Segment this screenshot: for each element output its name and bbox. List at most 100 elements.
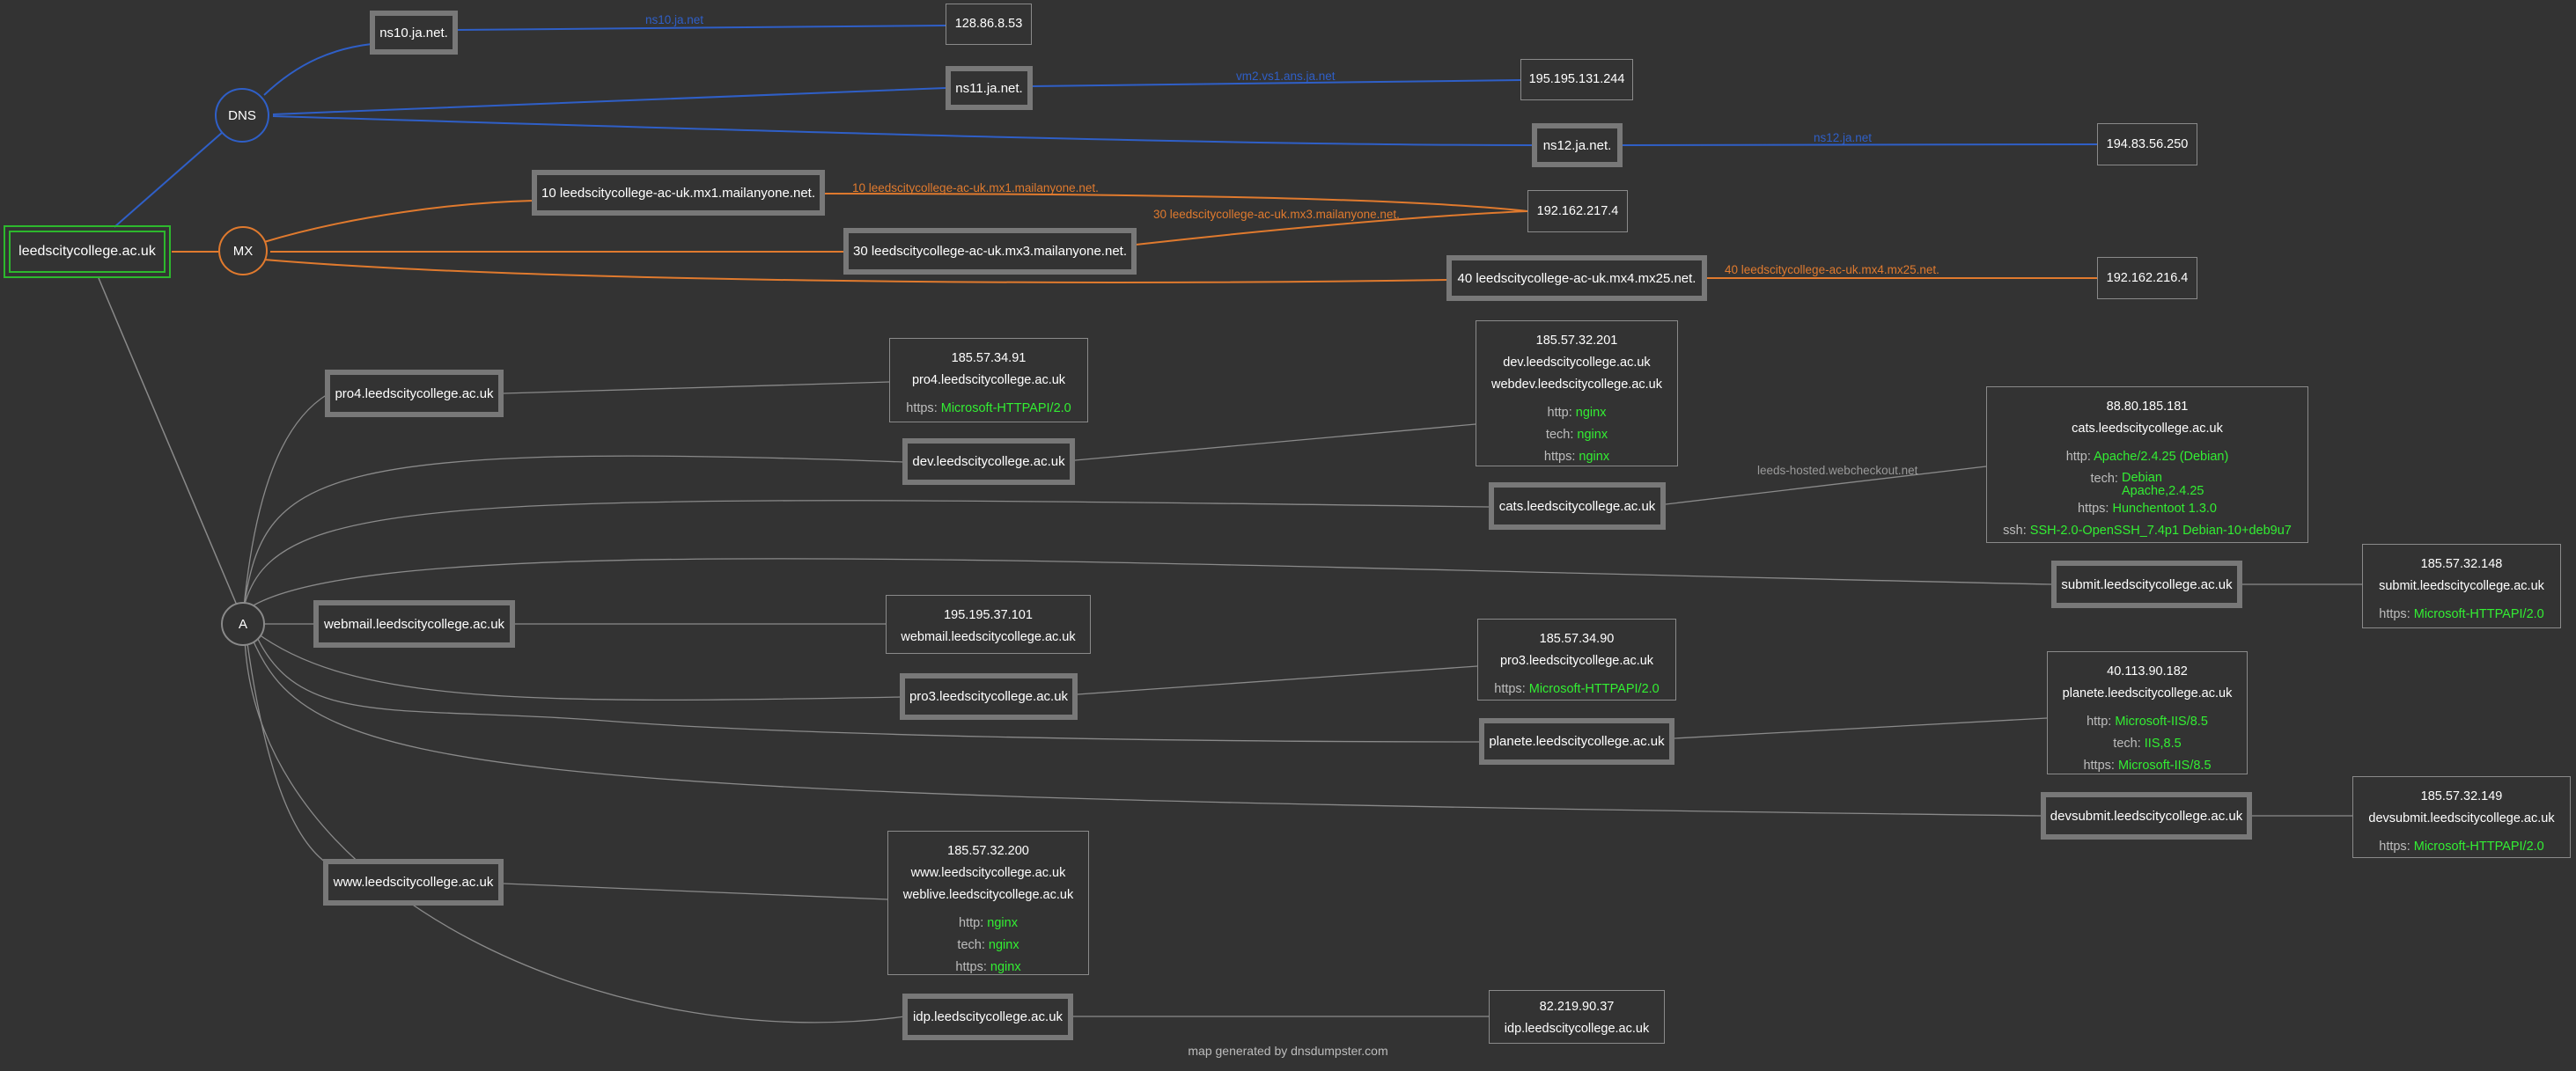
service-row: http: nginx	[959, 916, 1018, 930]
service-row: tech: nginx	[1545, 428, 1608, 442]
mx-host-node[interactable]: 30 leedscitycollege-ac-uk.mx3.mailanyone…	[843, 228, 1137, 275]
edge-a-pro4	[243, 393, 328, 608]
service-row: ssh: SSH-2.0-OpenSSH_7.4p1 Debian-10+deb…	[2003, 524, 2292, 538]
mx-host-node[interactable]: 40 leedscitycollege-ac-uk.mx4.mx25.net.	[1446, 255, 1707, 301]
ip-detail-box[interactable]: 82.219.90.37 idp.leedscitycollege.ac.uk	[1489, 990, 1665, 1044]
host-name: pro4.leedscitycollege.ac.uk	[911, 373, 1066, 387]
ip-address: 40.113.90.182	[2107, 664, 2188, 679]
a-host-node[interactable]: pro3.leedscitycollege.ac.uk	[900, 673, 1078, 720]
a-host-node[interactable]: planete.leedscitycollege.ac.uk	[1479, 718, 1674, 765]
edge-pro4-ip	[503, 381, 890, 394]
edge-a-cats	[243, 500, 1490, 608]
root-domain-node[interactable]: leedscitycollege.ac.uk	[4, 225, 171, 278]
edge-dns-ns10	[263, 43, 372, 96]
edge-label-mx1: 10 leedscitycollege-ac-uk.mx1.mailanyone…	[852, 181, 1099, 194]
a-host-node[interactable]: devsubmit.leedscitycollege.ac.uk	[2041, 792, 2252, 840]
host-name: dev.leedscitycollege.ac.uk	[1503, 356, 1651, 370]
service-row: http: Apache/2.4.25 (Debian)	[2065, 450, 2229, 464]
host-name: cats.leedscitycollege.ac.uk	[2072, 422, 2223, 436]
a-host-node[interactable]: dev.leedscitycollege.ac.uk	[902, 438, 1075, 485]
edge-a-devsubmit	[250, 635, 2044, 817]
edge-a-www	[246, 636, 327, 863]
ip-address: 185.57.32.148	[2420, 557, 2503, 571]
host-name: devsubmit.leedscitycollege.ac.uk	[2368, 811, 2555, 825]
ns-ip-box[interactable]: 128.86.8.53	[946, 4, 1032, 45]
a-host-node[interactable]: webmail.leedscitycollege.ac.uk	[313, 600, 515, 648]
ip-detail-box[interactable]: 185.57.32.148 submit.leedscitycollege.ac…	[2362, 544, 2561, 628]
ns-host-node[interactable]: ns12.ja.net.	[1532, 123, 1623, 167]
ip-address: 82.219.90.37	[1539, 1000, 1615, 1014]
host-name: webdev.leedscitycollege.ac.uk	[1491, 378, 1662, 392]
edge-root-dns	[114, 131, 224, 228]
ns-host-node[interactable]: ns10.ja.net.	[370, 11, 458, 55]
edge-mx3-ip	[1135, 210, 1528, 246]
ip-detail-box[interactable]: 185.57.34.91 pro4.leedscitycollege.ac.uk…	[889, 338, 1088, 422]
edge-root-a	[98, 277, 239, 608]
edge-cats-ip	[1665, 466, 1987, 505]
host-name: submit.leedscitycollege.ac.uk	[2379, 579, 2544, 593]
ip-detail-box[interactable]: 185.57.34.90 pro3.leedscitycollege.ac.uk…	[1477, 619, 1676, 701]
service-row: https: Microsoft-HTTPAPI/2.0	[906, 401, 1071, 415]
edge-label-ns11: vm2.vs1.ans.ja.net	[1236, 70, 1336, 83]
ip-address: 185.57.34.91	[951, 351, 1027, 365]
ns-ip-box[interactable]: 194.83.56.250	[2097, 123, 2197, 165]
service-value: Microsoft-HTTPAPI/2.0	[940, 401, 1071, 415]
edge-mx-mx1	[263, 200, 534, 243]
ip-detail-box[interactable]: 195.195.37.101 webmail.leedscitycollege.…	[886, 595, 1091, 654]
dns-group-node[interactable]: DNS	[215, 88, 269, 143]
a-host-node[interactable]: www.leedscitycollege.ac.uk	[323, 859, 504, 906]
host-name: weblive.leedscitycollege.ac.uk	[902, 888, 1074, 902]
a-group-node[interactable]: A	[221, 602, 265, 646]
edge-a-dev	[243, 455, 904, 608]
service-row: http: nginx	[1547, 406, 1607, 420]
service-row: https: Microsoft-HTTPAPI/2.0	[2379, 607, 2544, 621]
a-host-node[interactable]: cats.leedscitycollege.ac.uk	[1489, 482, 1666, 530]
host-name: pro3.leedscitycollege.ac.uk	[1499, 654, 1654, 668]
ip-detail-box[interactable]: 88.80.185.181 cats.leedscitycollege.ac.u…	[1986, 386, 2308, 543]
root-domain-label: leedscitycollege.ac.uk	[9, 231, 166, 273]
edge-mx1-ip	[823, 193, 1528, 212]
a-host-node[interactable]: submit.leedscitycollege.ac.uk	[2051, 561, 2242, 608]
service-row: tech: IIS,8.5	[2113, 737, 2182, 751]
ns-host-node[interactable]: ns11.ja.net.	[946, 66, 1033, 110]
edge-mx-mx4	[263, 259, 1449, 283]
host-name: webmail.leedscitycollege.ac.uk	[901, 630, 1076, 644]
ip-detail-box[interactable]: 185.57.32.149 devsubmit.leedscitycollege…	[2352, 776, 2571, 858]
mx-ip-box[interactable]: 192.162.216.4	[2097, 257, 2197, 299]
service-row: https: Hunchentoot 1.3.0	[2077, 502, 2217, 516]
ip-detail-box[interactable]: 185.57.32.200 www.leedscitycollege.ac.uk…	[887, 831, 1089, 975]
ip-detail-box[interactable]: 40.113.90.182 planete.leedscitycollege.a…	[2047, 651, 2248, 774]
footer-credit: map generated by dnsdumpster.com	[1188, 1044, 1388, 1058]
edge-dev-ip	[1074, 423, 1476, 461]
mx-ip-box[interactable]: 192.162.217.4	[1527, 190, 1628, 232]
edge-ns12-ip	[1621, 143, 2098, 146]
ip-address: 185.57.34.90	[1539, 632, 1615, 646]
ip-detail-box[interactable]: 185.57.32.201 dev.leedscitycollege.ac.uk…	[1476, 320, 1678, 466]
ns-ip-box[interactable]: 195.195.131.244	[1520, 59, 1633, 100]
host-name: idp.leedscitycollege.ac.uk	[1504, 1022, 1650, 1036]
a-host-node[interactable]: idp.leedscitycollege.ac.uk	[902, 994, 1073, 1040]
service-row: http: Microsoft-IIS/8.5	[2087, 715, 2208, 729]
edge-dns-ns12	[272, 115, 1533, 146]
service-row: https: Microsoft-HTTPAPI/2.0	[1494, 682, 1660, 696]
service-row: https: nginx	[955, 960, 1021, 974]
edge-label-ns12: ns12.ja.net	[1814, 131, 1873, 144]
service-key: https	[906, 401, 934, 415]
service-row: https: nginx	[1543, 450, 1610, 464]
edge-ns10-ip	[455, 25, 946, 31]
mx-group-node[interactable]: MX	[218, 226, 268, 275]
host-name: planete.leedscitycollege.ac.uk	[2062, 686, 2233, 701]
mx-host-node[interactable]: 10 leedscitycollege-ac-uk.mx1.mailanyone…	[532, 170, 825, 216]
edge-a-planete	[254, 633, 1481, 743]
a-host-node[interactable]: pro4.leedscitycollege.ac.uk	[325, 370, 504, 417]
edge-ns11-ip	[1031, 79, 1521, 87]
ip-address: 185.57.32.149	[2420, 789, 2503, 803]
edge-label-cats: leeds-hosted.webcheckout.net	[1757, 464, 1918, 477]
ip-address: 195.195.37.101	[944, 608, 1033, 622]
edge-a-idp	[244, 637, 906, 1023]
edge-label-mx4: 40 leedscitycollege-ac-uk.mx4.mx25.net.	[1725, 263, 1939, 276]
edge-label-ns10: ns10.ja.net	[645, 13, 704, 26]
edge-planete-ip	[1674, 717, 2048, 739]
